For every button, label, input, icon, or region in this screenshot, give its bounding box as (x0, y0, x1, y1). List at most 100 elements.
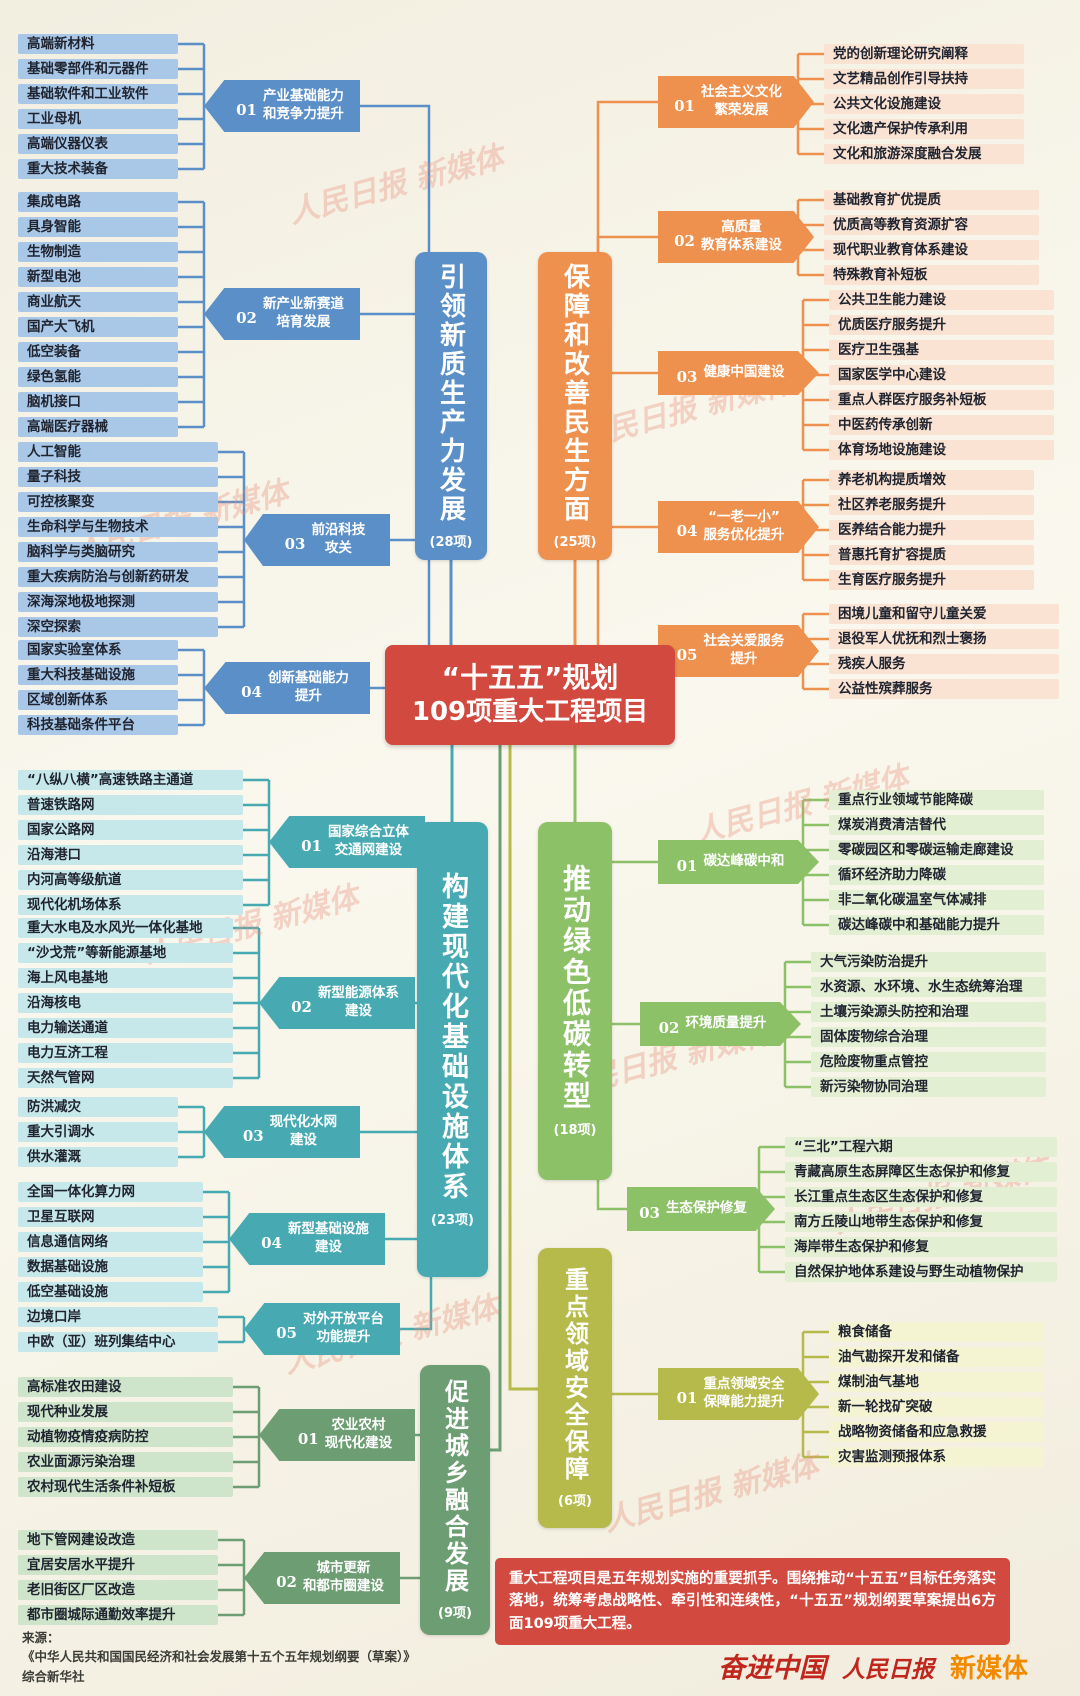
leaf-item: 体育场地设施建设 (829, 440, 1054, 460)
leaf-item: 水资源、水环境、水生态统筹治理 (811, 977, 1046, 997)
group-items: 重大水电及水风光一体化基地“沙戈荒”等新能源基地海上风电基地沿海核电电力输送通道… (18, 918, 233, 1088)
leaf-item: 危险废物重点管控 (811, 1052, 1046, 1072)
leaf-item: 生育医疗服务提升 (829, 570, 1034, 590)
group-number: 01 (676, 857, 698, 875)
leaf-item: 商业航天 (18, 292, 178, 312)
branch-box-infrastructure: 构建现代化基础设施体系 (23项) (417, 822, 488, 1277)
group-label-pentagon: 01 产业基础能力 和竞争力提升 (204, 80, 360, 132)
leaf-item: 农业面源污染治理 (18, 1452, 233, 1472)
group-label: 碳达峰碳中和 (703, 853, 785, 870)
leaf-item: 生物制造 (18, 242, 178, 262)
group-label: 高质量 教育体系建设 (700, 219, 782, 253)
group-items: 党的创新理论研究阐释文艺精品创作引导扶持公共文化设施建设文化遗产保护传承利用文化… (824, 44, 1024, 164)
leaf-item: 信息通信网络 (18, 1232, 203, 1252)
leaf-item: 沿海港口 (18, 845, 243, 865)
branch-title: 推动绿色低碳转型 (559, 864, 592, 1112)
summary-note: 重大工程项目是五年规划实施的重要抓手。围绕推动“十五五”目标任务落实落地，统筹考… (495, 1558, 1010, 1646)
leaf-item: 南方丘陵山地带生态保护和修复 (785, 1212, 1057, 1232)
leaf-item: 宜居安居水平提升 (18, 1555, 218, 1575)
group-items: 粮食储备油气勘探开发和储备煤制油气基地新一轮找矿突破战略物资储备和应急救援灾害监… (829, 1322, 1044, 1467)
leaf-item: 普速铁路网 (18, 795, 243, 815)
group-number: 05 (276, 1324, 297, 1342)
group-label: 重点领域安全 保障能力提升 (703, 1376, 785, 1410)
leaf-item: 文化和旅游深度融合发展 (824, 144, 1024, 164)
leaf-item: 现代化机场体系 (18, 895, 243, 915)
leaf-item: 残疾人服务 (829, 654, 1059, 674)
group-label: 产业基础能力 和竞争力提升 (262, 88, 344, 122)
leaf-item: 自然保护地体系建设与野生动植物保护 (785, 1262, 1057, 1282)
group-items: 困境儿童和留守儿童关爱退役军人优抚和烈士褒扬残疾人服务公益性殡葬服务 (829, 604, 1059, 699)
group-label: 城市更新 和都市圈建设 (302, 1560, 384, 1594)
source-block: 来源： 《中华人民共和国国民经济和社会发展第十五个五年规划纲要（草案）》 综合新… (22, 1628, 416, 1686)
group-number: 01 (676, 1389, 698, 1407)
group-label: 社会关爱服务 提升 (703, 633, 785, 667)
branch-count: (23项) (431, 1212, 474, 1228)
branch-box-urban-rural: 促进城乡融合发展 (9项) (420, 1365, 490, 1635)
leaf-item: 高标准农田建设 (18, 1377, 233, 1397)
peoples-daily-logo: 人民日报 (842, 1656, 934, 1683)
branch-count: (25项) (553, 534, 597, 550)
leaf-item: 党的创新理论研究阐释 (824, 44, 1024, 64)
leaf-item: 医疗卫生强基 (829, 340, 1054, 360)
group-items: 重点行业领域节能降碳煤炭消费清洁替代零碳园区和零碳运输走廊建设循环经济助力降碳非… (829, 790, 1044, 935)
leaf-item: 内河高等级航道 (18, 870, 243, 890)
leaf-item: 高端仪器仪表 (18, 134, 178, 154)
leaf-item: 海岸带生态保护和修复 (785, 1237, 1057, 1257)
branch-count: (6项) (558, 1494, 592, 1509)
branch-title: 引领新质生产力发展 (435, 262, 466, 524)
group-label-pentagon: 01 国家综合立体 交通网建设 (269, 816, 425, 868)
leaf-item: 工业母机 (18, 109, 178, 129)
leaf-item: 动植物疫情疫病防控 (18, 1427, 233, 1447)
leaf-item: 集成电路 (18, 192, 178, 212)
group-number: 03 (639, 1204, 660, 1222)
leaf-item: 重大水电及水风光一体化基地 (18, 918, 233, 938)
group-label-pentagon: 03 生态保护修复 (627, 1187, 775, 1231)
leaf-item: 可控核聚变 (18, 492, 218, 512)
leaf-item: 基础教育扩优提质 (824, 190, 1039, 210)
group-label: 前沿科技 攻关 (311, 522, 366, 556)
group-label-pentagon: 01 社会主义文化 繁荣发展 (658, 76, 814, 128)
leaf-item: 绿色氢能 (18, 367, 178, 387)
leaf-item: 粮食储备 (829, 1322, 1044, 1342)
leaf-item: 人工智能 (18, 442, 218, 462)
leaf-item: 高端新材料 (18, 34, 178, 54)
leaf-item: 深空探索 (18, 617, 218, 637)
branch-title: 保障和改善民生方面 (559, 262, 590, 524)
group-label-pentagon: 02 新型能源体系 建设 (259, 977, 415, 1029)
group-number: 03 (676, 368, 698, 386)
leaf-item: 重点人群医疗服务补短板 (829, 390, 1054, 410)
group-label: 新型基础设施 建设 (287, 1221, 369, 1255)
group-items: 国家实验室体系重大科技基础设施区域创新体系科技基础条件平台 (18, 640, 178, 735)
group-label: 新产业新赛道 培育发展 (262, 296, 344, 330)
leaf-item: 灾害监测预报体系 (829, 1447, 1044, 1467)
leaf-item: 煤制油气基地 (829, 1372, 1044, 1392)
leaf-item: 社区养老服务提升 (829, 495, 1034, 515)
group-number: 01 (674, 97, 695, 115)
leaf-item: 科技基础条件平台 (18, 715, 178, 735)
group-items: 集成电路具身智能生物制造新型电池商业航天国产大飞机低空装备绿色氢能脑机接口高端医… (18, 192, 178, 437)
branch-count: (18项) (553, 1123, 597, 1138)
group-number: 04 (241, 683, 262, 701)
group-label-pentagon: 03 前沿科技 攻关 (244, 514, 390, 566)
leaf-item: 重大技术装备 (18, 159, 178, 179)
leaf-item: 中欧（亚）班列集结中心 (18, 1332, 218, 1352)
leaf-item: 医养结合能力提升 (829, 520, 1034, 540)
leaf-item: 循环经济助力降碳 (829, 865, 1044, 885)
leaf-item: 生命科学与生物技术 (18, 517, 218, 537)
group-items: 公共卫生能力建设优质医疗服务提升医疗卫生强基国家医学中心建设重点人群医疗服务补短… (829, 290, 1054, 460)
group-number: 04 (261, 1234, 282, 1252)
group-label-pentagon: 05 对外开放平台 功能提升 (244, 1303, 400, 1355)
group-label-pentagon: 02 环境质量提升 (640, 1002, 801, 1046)
group-items: 高标准农田建设现代种业发展动植物疫情疫病防控农业面源污染治理农村现代生活条件补短… (18, 1377, 233, 1497)
leaf-item: 沿海核电 (18, 993, 233, 1013)
leaf-item: 公益性殡葬服务 (829, 679, 1059, 699)
leaf-item: 现代职业教育体系建设 (824, 240, 1039, 260)
leaf-item: 普惠托育扩容提质 (829, 545, 1034, 565)
leaf-item: 电力互济工程 (18, 1043, 233, 1063)
leaf-item: 地下管网建设改造 (18, 1530, 218, 1550)
leaf-item: 优质医疗服务提升 (829, 315, 1054, 335)
leaf-item: 长江重点生态区生态保护和修复 (785, 1187, 1057, 1207)
leaf-item: 零碳园区和零碳运输走廊建设 (829, 840, 1044, 860)
leaf-item: 低空装备 (18, 342, 178, 362)
group-label: 创新基础能力 提升 (267, 670, 349, 704)
